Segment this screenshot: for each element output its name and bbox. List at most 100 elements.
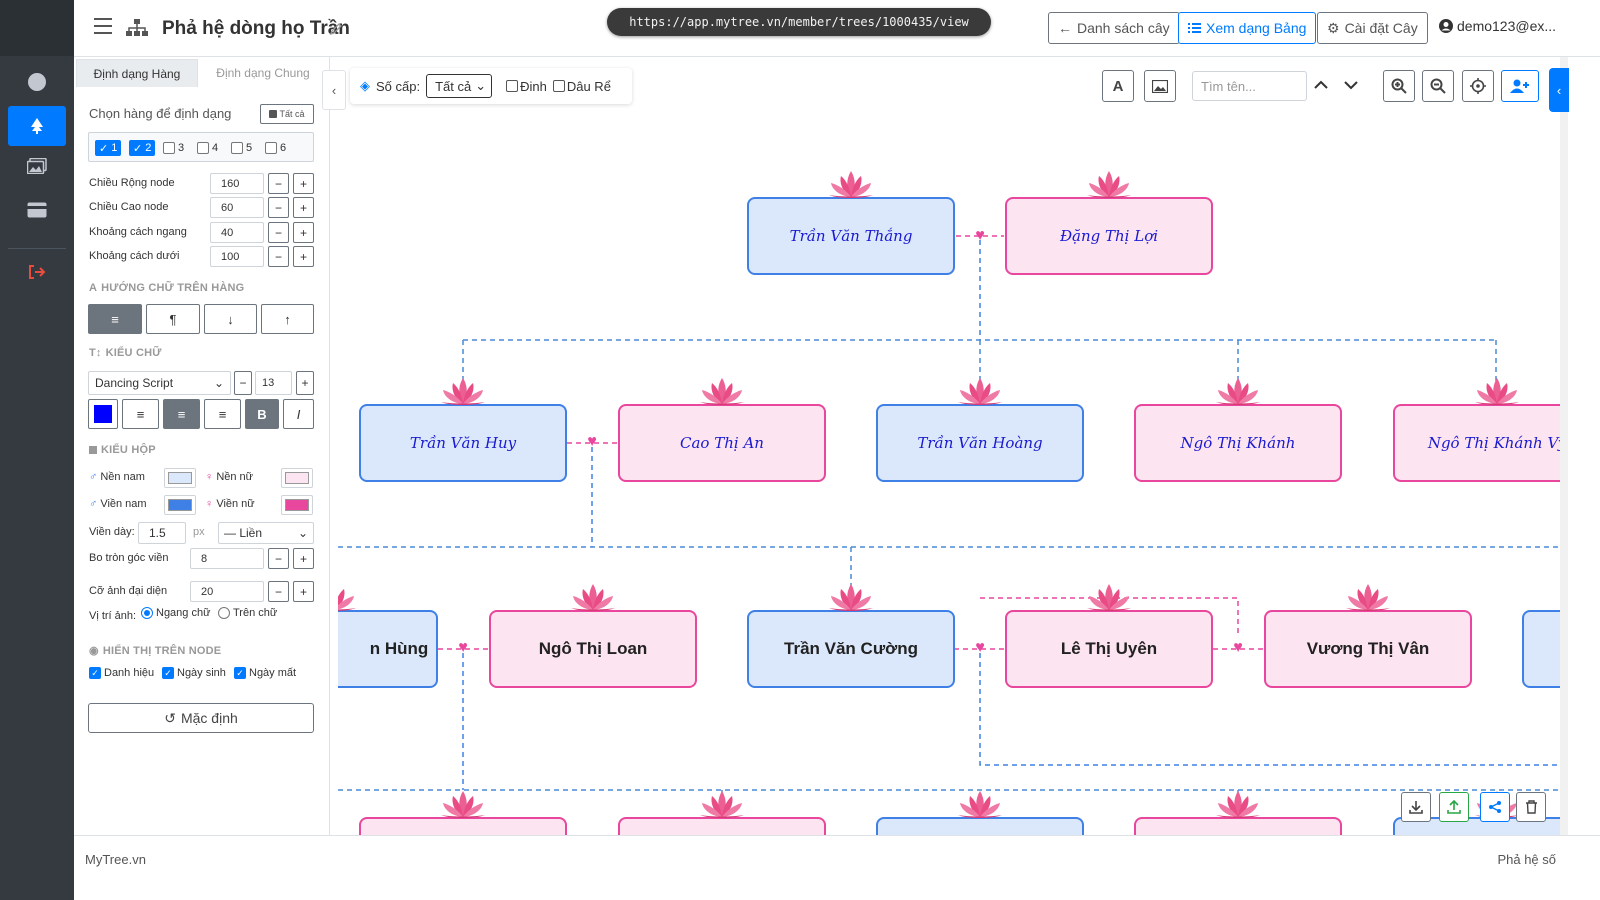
radius-minus[interactable]: −	[268, 548, 289, 569]
tree-node[interactable]: Ngô Thị Khánh	[1134, 404, 1342, 482]
rail-item-profile[interactable]	[8, 62, 66, 102]
row-checkbox-2[interactable]: ✓2	[129, 140, 156, 156]
row-checkbox-4[interactable]: 4	[197, 140, 218, 155]
tab-general-format[interactable]: Định dạng Chung	[216, 66, 310, 80]
delete-button[interactable]	[1516, 792, 1546, 822]
reset-default-button[interactable]: ↺Mặc định	[88, 703, 314, 733]
tab-row-format[interactable]: Định dạng Hàng	[76, 59, 198, 87]
font-family-select[interactable]: Dancing Script ⌄	[88, 371, 231, 395]
bg-male-color[interactable]	[164, 468, 196, 488]
collapse-panel-button[interactable]: ‹	[322, 70, 346, 110]
show-death-checkbox[interactable]: ✓Ngày mất	[234, 667, 296, 679]
border-width-input[interactable]: 1.5	[138, 522, 186, 544]
tree-node[interactable]: Ngô Thị Khánh Vy	[1393, 404, 1560, 482]
avatar-size-minus[interactable]: −	[268, 581, 289, 602]
bold-button[interactable]: B	[245, 399, 279, 429]
tree-node[interactable]: Đặng Thị Lợi	[1005, 197, 1213, 275]
image-position-side[interactable]: Ngang chữ	[141, 607, 210, 619]
tree-node[interactable]: Vương Thị Vân	[1264, 610, 1472, 688]
vgap-input[interactable]: 100	[210, 246, 264, 267]
user-menu[interactable]: demo123@ex...	[1439, 18, 1556, 34]
direction-down-button[interactable]: ↓	[204, 304, 257, 334]
table-view-button[interactable]: Xem dạng Bảng	[1178, 12, 1317, 44]
zoom-in-button[interactable]	[1383, 70, 1415, 102]
font-size-minus[interactable]: −	[234, 371, 252, 395]
bg-female-color[interactable]	[281, 468, 313, 488]
node-height-minus[interactable]: −	[268, 197, 289, 218]
show-birth-checkbox[interactable]: ✓Ngày sinh	[162, 667, 226, 679]
tree-node[interactable]: Trần Văn Hoàng	[876, 404, 1084, 482]
border-male-color[interactable]	[164, 495, 196, 515]
download-button[interactable]	[1401, 792, 1431, 822]
tree-node[interactable]	[876, 817, 1084, 835]
border-female-color[interactable]	[281, 495, 313, 515]
tree-settings-button[interactable]: ⚙ Cài đặt Cây	[1317, 12, 1428, 44]
pencil-icon[interactable]	[329, 22, 343, 36]
align-left-button[interactable]: ≡	[122, 399, 159, 429]
pin-checkbox[interactable]: Đinh	[506, 79, 547, 94]
font-size-plus[interactable]: +	[296, 371, 314, 395]
tree-node[interactable]: Ngô Thị Loan	[489, 610, 697, 688]
radius-input[interactable]: 8	[190, 548, 264, 569]
tree-node[interactable]	[618, 817, 826, 835]
row-checkbox-6[interactable]: 6	[265, 140, 286, 155]
image-position-above[interactable]: Trên chữ	[218, 607, 277, 619]
show-title-checkbox[interactable]: ✓Danh hiệu	[89, 667, 154, 679]
italic-button[interactable]: I	[283, 399, 314, 429]
share-button[interactable]	[1480, 792, 1510, 822]
tree-node[interactable]	[359, 817, 567, 835]
add-member-button[interactable]	[1501, 70, 1539, 102]
radius-plus[interactable]: +	[293, 548, 314, 569]
tree-node[interactable]: Lê Thị Uyên	[1005, 610, 1213, 688]
hgap-plus[interactable]: +	[293, 222, 314, 243]
align-right-button[interactable]: ≡	[204, 399, 241, 429]
tree-node[interactable]	[1522, 610, 1560, 688]
select-all-button[interactable]: Tất cả	[260, 104, 314, 124]
rail-item-card[interactable]	[8, 190, 66, 230]
zoom-out-button[interactable]	[1422, 70, 1454, 102]
direction-paragraph-button[interactable]: ¶	[146, 304, 200, 334]
upload-button[interactable]	[1439, 792, 1469, 822]
tree-node[interactable]: Cao Thị An	[618, 404, 826, 482]
border-style-select[interactable]: — Liền⌄	[218, 522, 314, 544]
avatar-size-plus[interactable]: +	[293, 581, 314, 602]
hamburger-icon[interactable]	[94, 18, 112, 34]
node-width-minus[interactable]: −	[268, 173, 289, 194]
chevron-down-icon[interactable]	[1344, 78, 1358, 93]
tree-canvas[interactable]: ♥ ♥ ♥ ♥ ♥ Trần Văn Thắng Đặng Thị Lợi Tr…	[338, 57, 1560, 835]
tree-node[interactable]: Trần Văn Cường	[747, 610, 955, 688]
direction-up-button[interactable]: ↑	[261, 304, 314, 334]
row-checkbox-5[interactable]: 5	[231, 140, 252, 155]
vgap-minus[interactable]: −	[268, 246, 289, 267]
image-mode-button[interactable]	[1144, 70, 1176, 102]
tree-node[interactable]: Trần Văn Thắng	[747, 197, 955, 275]
font-size-input[interactable]: 13	[255, 371, 292, 395]
node-height-input[interactable]: 60	[210, 197, 264, 218]
hgap-input[interactable]: 40	[210, 222, 264, 243]
expand-right-panel[interactable]: ‹	[1549, 68, 1569, 112]
align-center-button[interactable]: ≡	[163, 399, 200, 429]
node-width-plus[interactable]: +	[293, 173, 314, 194]
tree-node[interactable]: Trần Văn Huy	[359, 404, 567, 482]
center-view-button[interactable]	[1462, 70, 1494, 102]
rail-item-images[interactable]	[8, 146, 66, 186]
hgap-minus[interactable]: −	[268, 222, 289, 243]
text-mode-button[interactable]: A	[1102, 70, 1134, 102]
level-select[interactable]: Tất cả⌄	[426, 74, 493, 98]
row-checkbox-3[interactable]: 3	[163, 140, 184, 155]
in-law-checkbox[interactable]: Dâu Rể	[552, 79, 611, 94]
rail-item-logout[interactable]	[8, 252, 66, 292]
font-color-button[interactable]	[88, 399, 118, 429]
node-height-plus[interactable]: +	[293, 197, 314, 218]
tree-list-button[interactable]: ← Danh sách cây	[1048, 12, 1180, 44]
direction-horizontal-button[interactable]: ≡	[88, 304, 142, 334]
chevron-up-icon[interactable]	[1314, 78, 1328, 93]
row-checkbox-1[interactable]: ✓1	[95, 140, 122, 156]
vgap-plus[interactable]: +	[293, 246, 314, 267]
search-name-input[interactable]: Tìm tên...	[1192, 71, 1307, 101]
tree-node[interactable]: n Hùng	[338, 610, 438, 688]
tree-node[interactable]	[1134, 817, 1342, 835]
node-width-input[interactable]: 160	[210, 173, 264, 194]
rail-item-tree[interactable]	[8, 106, 66, 146]
avatar-size-input[interactable]: 20	[190, 581, 264, 602]
